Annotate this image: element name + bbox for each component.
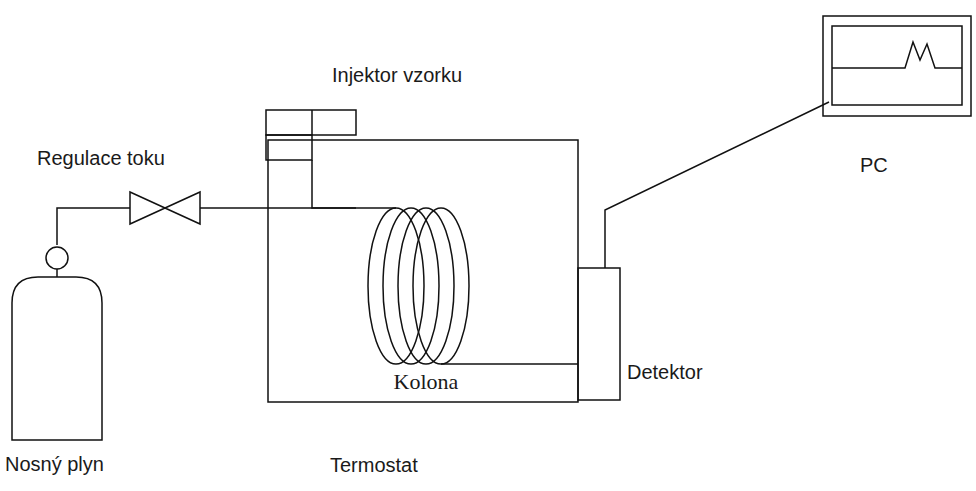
node-label: Termostat xyxy=(330,453,418,477)
thermostat-box: TermostatKolona xyxy=(268,140,578,402)
flow-valve: Regulace toku xyxy=(130,192,200,224)
pipe-line xyxy=(496,363,578,365)
detector-box-outline xyxy=(578,268,620,400)
pipe-line xyxy=(605,102,829,268)
node-label: Injektor vzorku xyxy=(332,63,462,87)
pc-monitor: PC xyxy=(823,16,971,116)
pc-monitor-outline xyxy=(823,16,971,116)
node-label: Regulace toku xyxy=(37,146,165,170)
pipe-line xyxy=(312,160,356,208)
node-label: PC xyxy=(860,153,888,177)
detector-box: Detektor xyxy=(578,268,620,400)
node-label: Nosný plyn xyxy=(5,452,104,476)
sample-injector-outline xyxy=(266,110,356,160)
sample-injector: Injektor vzorku xyxy=(266,110,356,160)
node-label: Detektor xyxy=(627,360,703,384)
column-coil: Kolona xyxy=(356,201,496,401)
node-label: Kolona xyxy=(356,369,496,395)
flow-valve-outline xyxy=(130,192,200,224)
gas-cylinder: Nosný plyn xyxy=(8,245,106,440)
gas-cylinder-outline xyxy=(8,245,106,440)
pipe-line xyxy=(57,208,130,245)
